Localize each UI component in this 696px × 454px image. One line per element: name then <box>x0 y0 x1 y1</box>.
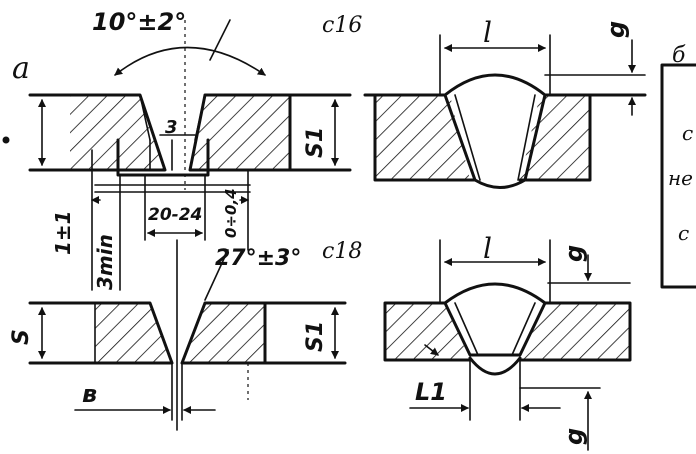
code-c16-label: с16 <box>322 13 362 38</box>
b-gap-label: в <box>82 380 97 408</box>
box-text-3: с <box>678 221 689 245</box>
s1-top-label: S1 <box>303 127 328 158</box>
three-min-label: 3min <box>93 234 117 290</box>
one-pm-one-label: 1±1 <box>51 210 75 255</box>
joint-c18-right-section <box>383 239 632 451</box>
tol-0-04-label: 0÷0,4 <box>222 188 240 238</box>
part-letter-b: б <box>672 43 686 68</box>
l-top-label: l <box>483 16 492 49</box>
joint-c16-right-section <box>363 34 647 189</box>
l-mid-label: l <box>483 232 492 265</box>
box-text-1: с <box>682 121 693 145</box>
box-text-2: не <box>668 166 693 190</box>
part-letter-a: a <box>12 51 30 86</box>
angle-c18-label: 27°±3° <box>215 246 301 271</box>
range-20-24-label: 20-24 <box>148 205 202 225</box>
s-bottom-label: S <box>9 329 34 345</box>
g-mid-label: g <box>560 245 588 262</box>
spec-box <box>660 63 696 289</box>
g-bottom-label: g <box>560 428 588 445</box>
code-c18-label: с18 <box>322 239 362 264</box>
s1-bottom-label: S1 <box>303 321 328 352</box>
angle-c16-label: 10°±2° <box>92 8 186 36</box>
joint-c16-left-section <box>28 19 352 291</box>
gap-3-label: 3 <box>165 117 178 138</box>
l1-bottom-label: L1 <box>415 378 447 406</box>
g-top-label: g <box>602 21 630 38</box>
joint-c18-left-section <box>28 239 347 431</box>
bullet-dot <box>2 136 10 144</box>
